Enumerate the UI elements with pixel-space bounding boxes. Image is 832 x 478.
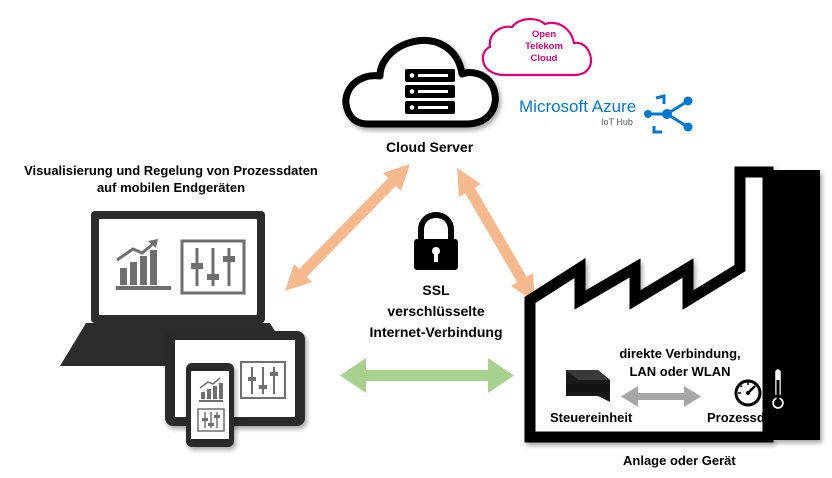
open-telekom-cloud-text: Open Telekom Cloud (525, 29, 563, 64)
factory-caption: Anlage oder Gerät (623, 453, 736, 468)
tablet-sliders-icon (240, 361, 286, 399)
arrow-devices-factory (340, 358, 514, 393)
devices-title: Visualisierung und Regelung von Prozessd… (24, 163, 318, 195)
control-unit-icon (566, 370, 610, 402)
laptop-chart-icon (116, 239, 171, 290)
azure-logo-text: Microsoft Azure (519, 97, 637, 116)
server-rack-icon (405, 69, 455, 114)
gauge-icon (734, 379, 762, 407)
laptop-icon (60, 211, 296, 366)
laptop-sliders-icon (180, 239, 246, 295)
arrow-control-process (621, 386, 701, 407)
azure-iot-hub-icon (644, 94, 693, 134)
direct-connection-label: direkte Verbindung, LAN oder WLAN (619, 346, 741, 379)
phone-chart-icon (199, 377, 223, 402)
thermometer-icon (769, 366, 790, 412)
smartphone-icon (186, 363, 234, 447)
phone-sliders-icon (197, 408, 225, 432)
azure-iot-hub-text: IoT Hub (601, 117, 633, 127)
control-unit-label: Steuereinheit (550, 410, 633, 425)
cloud-server-icon (342, 37, 499, 128)
process-data-label: Prozessdaten (707, 410, 792, 425)
ssl-connection-label: SSL verschlüsselte Internet-Verbindung (369, 282, 503, 340)
arrow-devices-cloud (285, 164, 410, 291)
cloud-server-label: Cloud Server (386, 139, 474, 155)
lock-icon (414, 212, 458, 270)
open-telekom-cloud-logo (481, 18, 593, 77)
